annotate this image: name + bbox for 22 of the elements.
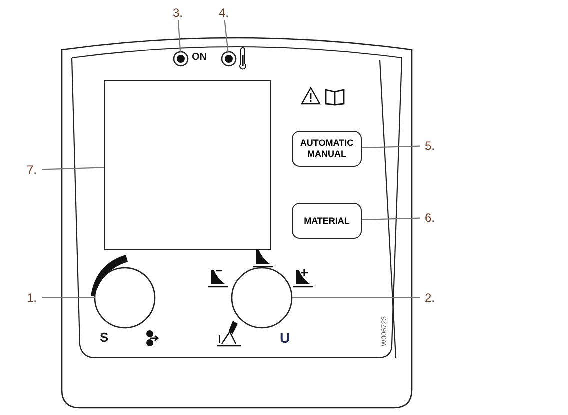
control-knob — [94, 267, 156, 329]
callout-number: 3. — [170, 6, 186, 20]
panel-marking: S — [100, 330, 109, 345]
leader-line — [178, 20, 182, 52]
callout-number: 7. — [22, 163, 42, 177]
control-knob — [231, 267, 293, 329]
callout-number: 6. — [420, 211, 440, 225]
callout-number: 2. — [420, 291, 440, 305]
panel-button: MATERIAL — [292, 203, 362, 239]
callout-number: 1. — [22, 291, 42, 305]
panel-marking: ON — [192, 52, 207, 63]
leader-line — [292, 297, 420, 299]
leader-line — [362, 218, 420, 221]
leader-line — [42, 297, 95, 299]
panel-marking: U — [280, 330, 290, 346]
panel-button: AUTOMATIC MANUAL — [292, 131, 362, 167]
leader-line — [224, 20, 229, 52]
leader-line — [42, 167, 104, 170]
callout-number: 4. — [216, 6, 232, 20]
leader-line — [362, 146, 420, 149]
display-screen — [104, 80, 271, 250]
callout-number: 5. — [420, 139, 440, 153]
